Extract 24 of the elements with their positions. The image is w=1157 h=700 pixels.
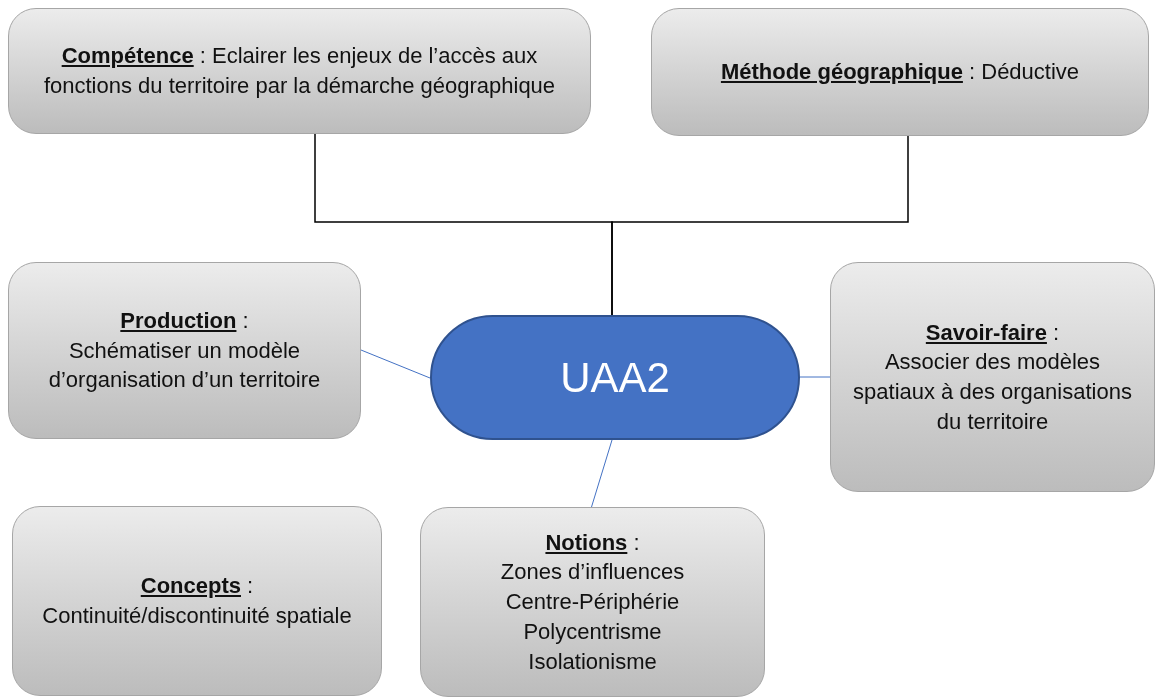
box-text: Production : bbox=[120, 306, 249, 335]
box-text: Savoir-faire : bbox=[925, 318, 1060, 347]
box-text: Associer des modèles spatiaux à des organisations du territoire bbox=[852, 348, 1133, 436]
topic-box bbox=[8, 8, 591, 134]
box-text: Centre-Périphérie bbox=[505, 588, 680, 617]
connector-line bbox=[611, 135, 909, 316]
box-text: Polycentrisme bbox=[523, 617, 662, 646]
topic-box bbox=[8, 262, 361, 439]
topic-box bbox=[830, 262, 1155, 492]
central-label: UAA2 bbox=[560, 353, 670, 403]
box-text: Zones d’influences bbox=[500, 558, 685, 587]
box-text: Méthode géographique : Déductive bbox=[720, 58, 1080, 87]
connector-line bbox=[799, 376, 831, 378]
box-text: Compétence : Eclairer les enjeux de l’accès aux fonctions du territoire par la démarche géographique bbox=[42, 42, 557, 100]
topic-box bbox=[12, 506, 382, 696]
topic-box bbox=[651, 8, 1149, 136]
box-text: Isolationisme bbox=[528, 647, 657, 676]
connector-line bbox=[591, 439, 613, 508]
topic-box bbox=[420, 507, 765, 697]
box-text: Concepts : bbox=[140, 572, 254, 601]
connector-line bbox=[360, 349, 431, 379]
box-text: Schématiser un modèle d’organisation d’un territoire bbox=[47, 336, 322, 395]
box-text: Notions : bbox=[545, 528, 640, 557]
box-text: Continuité/discontinuité spatiale bbox=[42, 602, 352, 630]
